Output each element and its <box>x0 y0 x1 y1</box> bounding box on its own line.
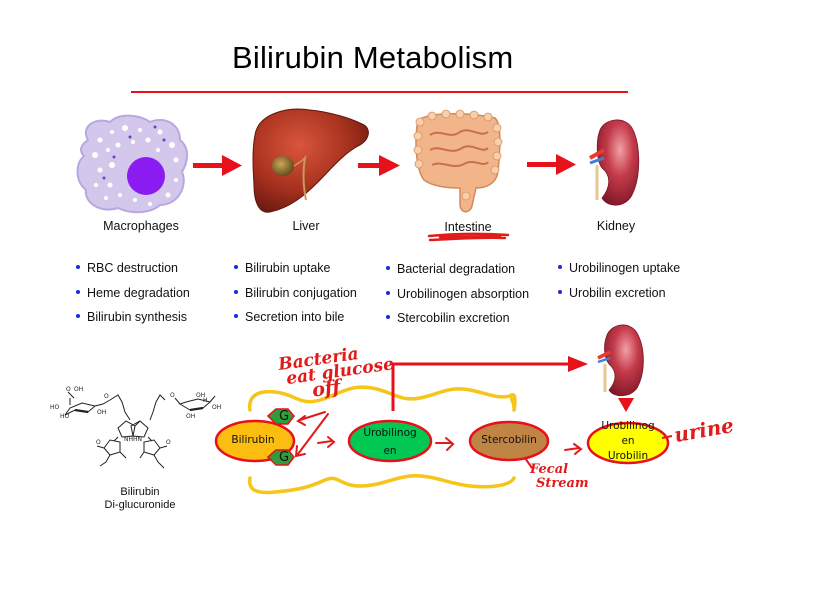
svg-text:OH: OH <box>97 409 106 416</box>
svg-text:OH: OH <box>74 386 83 393</box>
svg-text:O: O <box>96 439 101 446</box>
list-item: Secretion into bile <box>234 310 357 335</box>
bullet-icon <box>76 314 80 318</box>
bullet-icon <box>558 265 562 269</box>
bullet-icon <box>386 266 390 270</box>
stercobilin-label: Stercobilin <box>481 434 537 446</box>
bullet-icon <box>234 289 238 294</box>
urobilin-node <box>586 421 670 465</box>
bullet-icon <box>386 290 390 295</box>
arrow-urobilinogen-to-stercobilin <box>435 437 455 451</box>
intestine-wall-bottom <box>247 474 516 495</box>
svg-text:O: O <box>170 392 175 399</box>
list-item: Bilirubin synthesis <box>76 310 190 335</box>
fecal-pointer-mark <box>524 457 533 469</box>
molecule-caption-line2: Di-glucuronide <box>104 499 176 511</box>
svg-text:OH: OH <box>212 404 221 411</box>
list-item: Bilirubin uptake <box>234 261 357 286</box>
bullet-icon <box>558 289 562 294</box>
bilirubin-diglucuronide-structure-icon <box>64 391 216 469</box>
macrophage-function-list: RBC destruction Heme degradation Bilirub… <box>76 261 190 335</box>
molecule-caption-line1: Bilirubin <box>120 486 160 498</box>
flow-arrow-intestine-to-kidney <box>527 154 576 175</box>
glucuronide-top-label: G <box>278 409 290 424</box>
list-item: Bilirubin conjugation <box>234 286 357 311</box>
bilirubin-label: Bilirubin <box>231 434 275 446</box>
list-item: Urobilinogen absorption <box>386 287 529 312</box>
intestine-underline-mark <box>427 232 510 242</box>
intestine-icon <box>413 109 503 213</box>
kidney-icon <box>589 119 640 206</box>
svg-text:O: O <box>166 439 171 446</box>
arrow-bacteria-to-glucuronide-top <box>296 411 326 426</box>
organ-label-liver: Liver <box>292 219 320 233</box>
arrow-kidney-to-urine <box>618 398 634 412</box>
svg-text:OH: OH <box>186 413 195 420</box>
organ-label-kidney: Kidney <box>596 219 636 233</box>
svg-text:HO: HO <box>60 413 70 420</box>
bullet-icon <box>234 314 238 318</box>
svg-text:O: O <box>66 386 71 393</box>
urobilinogen-label: Urobilinog en <box>363 427 417 457</box>
bullet-icon <box>386 315 390 319</box>
stercobilin-node <box>468 420 550 462</box>
glucuronide-hexagon-bottom <box>266 449 295 466</box>
molecule-caption: Bilirubin Di-glucuronide <box>85 486 195 512</box>
fecal-stream-annotation: Fecal Stream <box>530 462 589 491</box>
svg-text:HO: HO <box>50 404 60 411</box>
liver-function-list: Bilirubin uptake Bilirubin conjugation S… <box>234 261 357 335</box>
list-item: Urobilinogen uptake <box>558 261 680 286</box>
svg-text:OH: OH <box>196 392 205 399</box>
arrow-bilirubin-to-urobilinogen <box>317 436 336 448</box>
svg-text:O: O <box>104 393 109 400</box>
list-item: Heme degradation <box>76 286 190 311</box>
kidney-function-list: Urobilinogen uptake Urobilin excretion <box>558 261 680 310</box>
arrow-bacteria-to-glucuronide-bottom <box>294 413 329 458</box>
flow-arrow-macrophage-to-liver <box>193 155 242 176</box>
list-item: Stercobilin excretion <box>386 311 529 336</box>
urobilin-node-label: Urobilinog en Urobilin <box>601 420 655 462</box>
svg-text:HN: HN <box>133 436 142 443</box>
page-title: Bilirubin Metabolism <box>232 40 514 75</box>
liver-icon <box>252 108 369 213</box>
urobilinogen-node <box>347 419 433 463</box>
bullet-icon <box>76 289 80 294</box>
intestine-wall-right-top <box>509 396 516 409</box>
svg-text:NH: NH <box>124 436 133 443</box>
svg-text:H: H <box>203 397 208 404</box>
arrow-stercobilin-to-urobilin <box>564 443 583 455</box>
list-item: RBC destruction <box>76 261 190 286</box>
intestine-wall-top <box>248 385 517 412</box>
organ-label-intestine: Intestine <box>444 220 492 234</box>
list-item: Bacterial degradation <box>386 262 529 287</box>
bullet-icon <box>76 265 80 269</box>
kidney-lower-icon <box>597 324 644 397</box>
organ-label-macrophages: Macrophages <box>103 219 179 233</box>
urine-pointer-mark <box>661 435 673 439</box>
bullet-icon <box>234 265 238 269</box>
macrophage-cell-icon <box>76 114 188 214</box>
title-underline <box>131 91 628 93</box>
list-item: Urobilin excretion <box>558 286 680 311</box>
reabsorption-arrow <box>391 356 588 411</box>
flow-arrow-liver-to-intestine <box>358 155 400 176</box>
glucuronide-bottom-label: G <box>278 450 290 465</box>
glucuronide-hexagon-top <box>266 408 295 425</box>
intestine-function-list: Bacterial degradation Urobilinogen absor… <box>386 262 529 336</box>
